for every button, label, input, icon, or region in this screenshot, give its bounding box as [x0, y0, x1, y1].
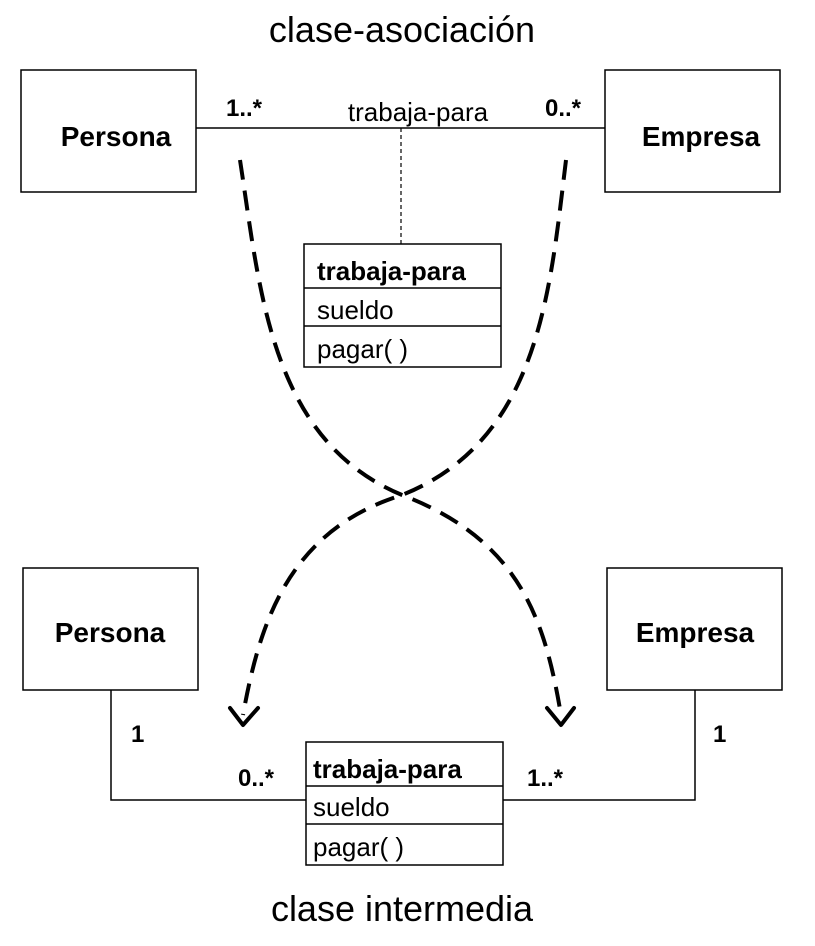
middle-class-attribute: sueldo	[313, 792, 390, 822]
association-name: trabaja-para	[348, 97, 489, 127]
assoc-class-name: trabaja-para	[317, 256, 466, 286]
top-empresa-class: Empresa	[604, 69, 781, 193]
bottom-right-outer-multiplicity: 1	[713, 721, 726, 748]
bottom-right-inner-multiplicity: 1..*	[527, 765, 564, 792]
arrowhead-right-icon	[545, 706, 576, 727]
middle-class-name: trabaja-para	[313, 754, 462, 784]
transform-arrow-left-to-right	[238, 159, 563, 716]
bottom-empresa-label: Empresa	[636, 617, 755, 648]
bottom-left-outer-multiplicity: 1	[131, 721, 144, 748]
top-right-multiplicity: 0..*	[545, 95, 582, 122]
top-title: clase-asociación	[269, 9, 535, 50]
middle-class-operation: pagar( )	[313, 832, 404, 862]
bottom-title: clase intermedia	[271, 888, 534, 929]
transform-arrow-right-to-left	[241, 159, 568, 716]
bottom-right-association-line	[503, 690, 696, 801]
top-assoc-class: trabaja-para sueldo pagar( )	[303, 243, 502, 368]
bottom-left-association-line	[110, 690, 306, 801]
bottom-empresa-class: Empresa	[606, 567, 783, 691]
top-left-multiplicity: 1..*	[226, 95, 263, 122]
top-empresa-label: Empresa	[642, 121, 761, 152]
bottom-persona-label: Persona	[55, 617, 166, 648]
top-persona-class: Persona	[20, 69, 197, 193]
bottom-middle-class: trabaja-para sueldo pagar( )	[305, 741, 504, 866]
bottom-left-inner-multiplicity: 0..*	[238, 765, 275, 792]
assoc-class-attribute: sueldo	[317, 295, 394, 325]
arrowhead-left-icon	[228, 706, 260, 727]
assoc-class-operation: pagar( )	[317, 334, 408, 364]
bottom-persona-class: Persona	[22, 567, 199, 691]
top-persona-label: Persona	[61, 121, 172, 152]
